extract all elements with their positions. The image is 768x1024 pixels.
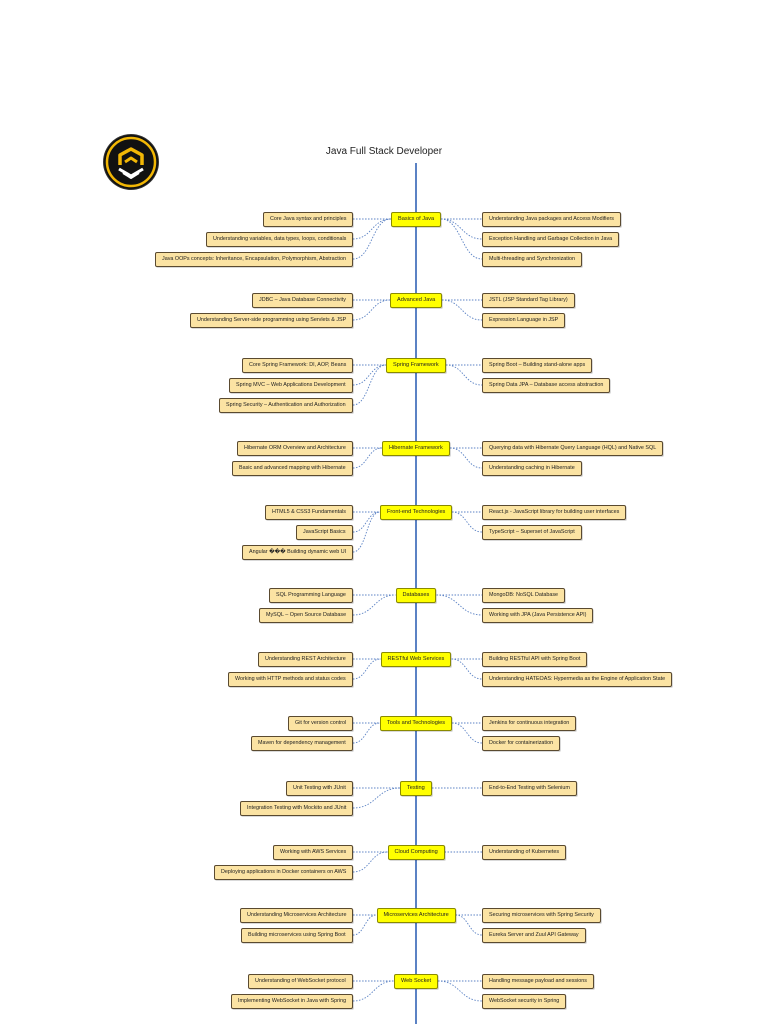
section-node: Databases: [395, 587, 437, 603]
left-connector: [352, 364, 387, 386]
section-node: Tools and Technologies: [380, 715, 453, 731]
left-topic-node: Core Spring Framework: DI, AOP, Beans: [242, 357, 354, 373]
right-connector: [451, 722, 483, 744]
left-topic-node: Understanding REST Architecture: [258, 651, 353, 667]
left-topic-node: Understanding Microservices Architecture: [240, 907, 354, 923]
left-topic-node: Understanding variables, data types, loo…: [206, 231, 354, 247]
section-node: RESTful Web Services: [380, 651, 452, 667]
left-topic-node: Integration Testing with Mockito and JUn…: [240, 800, 354, 816]
left-connector: [352, 218, 392, 260]
right-topic-node: Querying data with Hibernate Query Langu…: [482, 440, 664, 456]
left-topic-node: Understanding of WebSocket protocol: [248, 973, 353, 989]
left-topic-node: Unit Testing with JUnit: [286, 780, 353, 796]
left-topic-node: Working with HTTP methods and status cod…: [228, 671, 353, 687]
right-topic-node: Understanding of Kubernetes: [482, 844, 567, 860]
right-connector: [449, 447, 483, 469]
right-topic-node: Understanding HATEOAS: Hypermedia as the…: [482, 671, 673, 687]
section-node: Basics of Java: [391, 211, 442, 227]
right-topic-node: Understanding caching in Hibernate: [482, 460, 582, 476]
left-connector: [352, 980, 395, 1002]
right-connector: [440, 218, 483, 260]
right-topic-node: TypeScript – Superset of JavaScript: [482, 524, 582, 540]
right-topic-node: React.js - JavaScript library for buildi…: [482, 504, 627, 520]
left-topic-node: JavaScript Basics: [296, 524, 353, 540]
right-topic-node: Multi-threading and Synchronization: [482, 251, 583, 267]
right-topic-node: Securing microservices with Spring Secur…: [482, 907, 601, 923]
section-node: Advanced Java: [390, 292, 443, 308]
right-topic-node: Building RESTful API with Spring Boot: [482, 651, 588, 667]
left-connector: [352, 722, 381, 744]
right-connector: [441, 299, 483, 321]
left-connector: [352, 511, 381, 533]
left-topic-node: Git for version control: [288, 715, 354, 731]
left-connector: [352, 851, 388, 873]
section-node: Web Socket: [394, 973, 439, 989]
section-node: Microservices Architecture: [376, 907, 456, 923]
left-topic-node: Working with AWS Services: [273, 844, 354, 860]
right-connector: [455, 914, 483, 936]
right-connector: [445, 364, 483, 386]
left-topic-node: Spring Security – Authentication and Aut…: [219, 397, 353, 413]
left-connector: [352, 594, 396, 616]
section-node: Cloud Computing: [387, 844, 445, 860]
right-topic-node: Spring Boot – Building stand-alone apps: [482, 357, 593, 373]
left-topic-node: HTML5 & CSS3 Fundamentals: [265, 504, 354, 520]
right-topic-node: Expression Language in JSP: [482, 312, 566, 328]
left-topic-node: MySQL – Open Source Database: [259, 607, 354, 623]
left-topic-node: Angular ��� Building dynamic web UI: [242, 544, 354, 560]
brand-logo: [104, 135, 158, 189]
left-connector: [352, 299, 391, 321]
right-topic-node: Handling message payload and sessions: [482, 973, 594, 989]
right-topic-node: Docker for containerization: [482, 735, 561, 751]
left-topic-node: Building microservices using Spring Boot: [241, 927, 353, 943]
right-connector: [436, 594, 483, 616]
left-connector: [352, 218, 392, 240]
logo-mark-icon: [105, 136, 157, 188]
left-topic-node: Java OOPs concepts: Inheritance, Encapsu…: [155, 251, 353, 267]
left-topic-node: Maven for dependency management: [251, 735, 353, 751]
right-topic-node: WebSocket security in Spring: [482, 993, 567, 1009]
left-connector: [352, 787, 401, 809]
left-topic-node: Implementing WebSocket in Java with Spri…: [231, 993, 354, 1009]
section-node: Spring Framework: [386, 357, 446, 373]
right-topic-node: Eureka Server and Zuul API Gateway: [482, 927, 586, 943]
right-connector: [437, 980, 483, 1002]
right-topic-node: Jenkins for continuous integration: [482, 715, 577, 731]
left-topic-node: Deploying applications in Docker contain…: [214, 864, 354, 880]
right-topic-node: Understanding Java packages and Access M…: [482, 211, 621, 227]
right-connector: [451, 658, 483, 680]
section-node: Front-end Technologies: [380, 504, 453, 520]
section-node: Testing: [400, 780, 432, 796]
left-connector: [352, 511, 381, 553]
left-connector: [352, 447, 383, 469]
left-topic-node: Core Java syntax and principles: [263, 211, 354, 227]
left-topic-node: Basic and advanced mapping with Hibernat…: [232, 460, 353, 476]
diagram-title: Java Full Stack Developer: [325, 146, 443, 157]
right-topic-node: MongoDB: NoSQL Database: [482, 587, 566, 603]
right-topic-node: Working with JPA (Java Persistence API): [482, 607, 594, 623]
left-topic-node: Spring MVC – Web Applications Developmen…: [229, 377, 353, 393]
left-connector: [352, 364, 387, 406]
right-connector: [451, 511, 483, 533]
left-connector: [352, 914, 377, 936]
right-topic-node: Exception Handling and Garbage Collectio…: [482, 231, 620, 247]
right-topic-node: Spring Data JPA – Database access abstra…: [482, 377, 611, 393]
left-topic-node: SQL Programming Language: [269, 587, 353, 603]
left-topic-node: Understanding Server-side programming us…: [190, 312, 354, 328]
right-topic-node: End-to-End Testing with Selenium: [482, 780, 577, 796]
left-topic-node: JDBC – Java Database Connectivity: [252, 292, 353, 308]
left-connector: [352, 658, 381, 680]
left-topic-node: Hibernate ORM Overview and Architecture: [237, 440, 353, 456]
section-node: Hibernate Framework: [382, 440, 450, 456]
right-topic-node: JSTL (JSP Standard Tag Library): [482, 292, 575, 308]
right-connector: [440, 218, 483, 240]
